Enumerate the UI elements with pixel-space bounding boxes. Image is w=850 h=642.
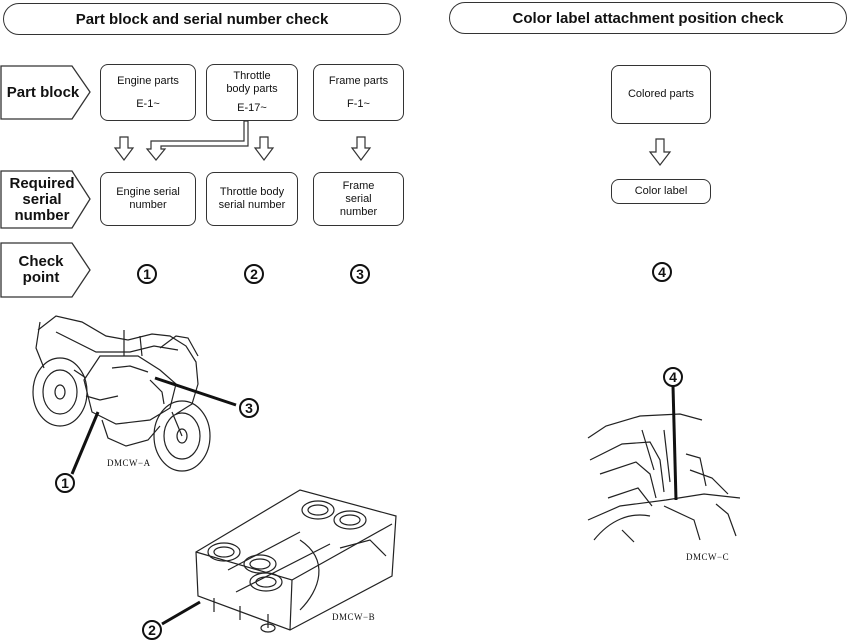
colored-parts-box: Colored parts xyxy=(611,65,711,124)
throttle-body-code: DMCW−B xyxy=(332,612,376,622)
required-serial-tag-shape xyxy=(0,170,91,229)
throttle-body-serial-text: Throttle body serial number xyxy=(218,186,286,211)
engine-parts-box: Engine parts E-1~ xyxy=(100,64,196,121)
throttle-body-serial-box: Throttle body serial number xyxy=(206,172,298,226)
part-block-tag-shape xyxy=(0,65,91,120)
engine-serial-box: Engine serial number xyxy=(100,172,196,226)
seat-code: DMCW−C xyxy=(686,552,730,562)
check-point-1: 1 xyxy=(137,264,157,284)
frame-parts-box: Frame parts F-1~ xyxy=(313,64,404,121)
down-arrow-icon xyxy=(253,136,275,161)
down-arrow-icon xyxy=(350,136,372,161)
left-section-title: Part block and serial number check xyxy=(3,3,401,35)
down-arrow-icon xyxy=(648,138,672,166)
callout-1: 1 xyxy=(55,473,75,493)
check-point-tag-shape xyxy=(0,242,91,298)
elbow-arrow-icon xyxy=(145,120,249,161)
engine-parts-code: E-1~ xyxy=(136,97,160,110)
callout-4-leader xyxy=(671,385,678,501)
motorcycle-illustration xyxy=(32,315,211,472)
color-label-box: Color label xyxy=(611,179,711,204)
throttle-body-parts-code: E-17~ xyxy=(237,102,267,114)
engine-serial-text: Engine serial number xyxy=(116,186,180,211)
frame-serial-text: Frame serial number xyxy=(339,179,378,218)
frame-serial-box: Frame serial number xyxy=(313,172,404,226)
frame-parts-code: F-1~ xyxy=(347,97,370,110)
check-point-2: 2 xyxy=(244,264,264,284)
check-point-3: 3 xyxy=(350,264,370,284)
callout-3: 3 xyxy=(239,398,259,418)
throttle-body-illustration xyxy=(195,489,397,633)
right-section-title: Color label attachment position check xyxy=(449,2,847,34)
down-arrow-icon xyxy=(113,136,135,161)
throttle-body-parts-name: Throttle body parts xyxy=(226,70,278,95)
callout-4: 4 xyxy=(663,367,683,387)
colored-parts-text: Colored parts xyxy=(627,88,695,100)
engine-parts-name: Engine parts xyxy=(117,74,179,87)
frame-parts-name: Frame parts xyxy=(328,74,389,87)
check-point-4: 4 xyxy=(652,262,672,282)
seat-frame-illustration xyxy=(587,413,741,543)
callout-2: 2 xyxy=(142,620,162,640)
callout-2-leader xyxy=(161,600,201,626)
motorcycle-code: DMCW−A xyxy=(107,458,151,468)
callout-1-leader xyxy=(70,411,100,475)
color-label-text: Color label xyxy=(634,185,688,197)
callout-3-leader xyxy=(154,376,237,407)
throttle-body-parts-box: Throttle body parts E-17~ xyxy=(206,64,298,121)
